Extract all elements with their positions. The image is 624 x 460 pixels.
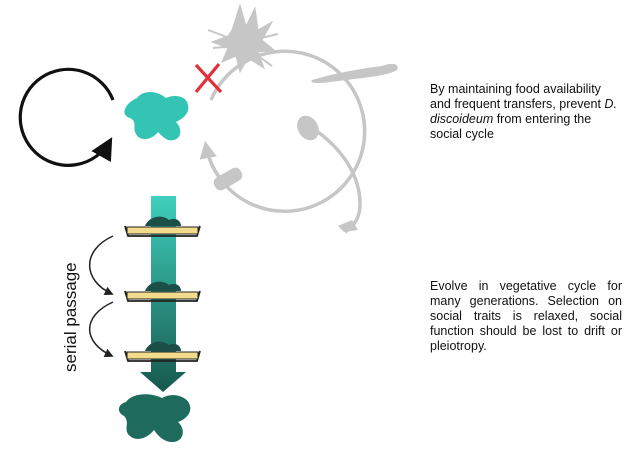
amoeba-icon xyxy=(124,92,188,140)
serial-passage-label: serial passage xyxy=(61,262,80,372)
amoeba-icon xyxy=(119,394,190,442)
aggregate-icon xyxy=(208,5,278,72)
vegetative-cycle-arrow-icon xyxy=(20,69,113,165)
caption-text-1: By maintaining food availability and fre… xyxy=(430,82,604,111)
transfer-arrow-icon xyxy=(90,302,113,356)
cross-icon xyxy=(196,64,221,92)
social-cycle-caption: By maintaining food availability and fre… xyxy=(430,82,620,142)
transfer-arrow-icon xyxy=(90,236,113,294)
vegetative-evolution-caption: Evolve in vegetative cycle for many gene… xyxy=(430,279,622,354)
slug-icon xyxy=(311,64,397,83)
social-cycle xyxy=(206,5,398,232)
fruiting-body-icon xyxy=(293,112,360,232)
